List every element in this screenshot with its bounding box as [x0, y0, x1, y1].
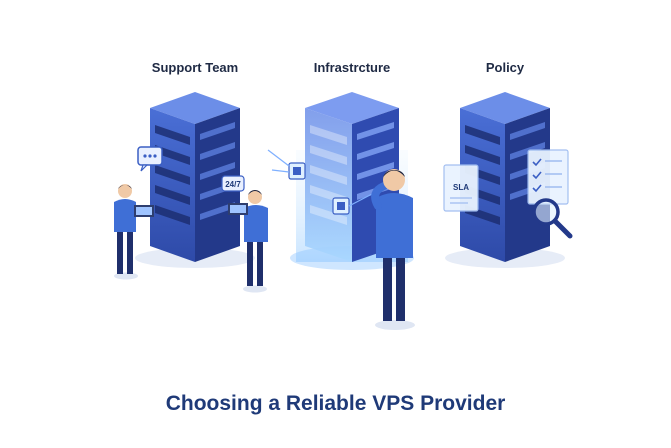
label-policy: Policy: [485, 60, 525, 75]
chat-bubble-icon: [137, 146, 163, 172]
server-rack-support: [150, 92, 240, 262]
chip-icon: [332, 193, 373, 215]
checklist-icon: [527, 149, 569, 205]
person-support-left: [114, 184, 154, 280]
label-support-team: Support Team: [151, 60, 239, 75]
chip-icon: [267, 149, 306, 180]
document-icon: SLA: [443, 164, 479, 212]
label-infrastructure: Infrastrcture: [313, 60, 391, 75]
person-infrastructure: [371, 169, 415, 330]
support-hours-text: 24/7: [225, 180, 241, 189]
magnifier-icon: [532, 198, 573, 239]
server-rack-infrastructure: [296, 92, 408, 262]
page-title: Choosing a Reliable VPS Provider: [165, 392, 506, 415]
sla-text: SLA: [453, 183, 469, 192]
person-support-right: [228, 190, 268, 293]
support-hours-badge: 24/7: [221, 175, 245, 192]
